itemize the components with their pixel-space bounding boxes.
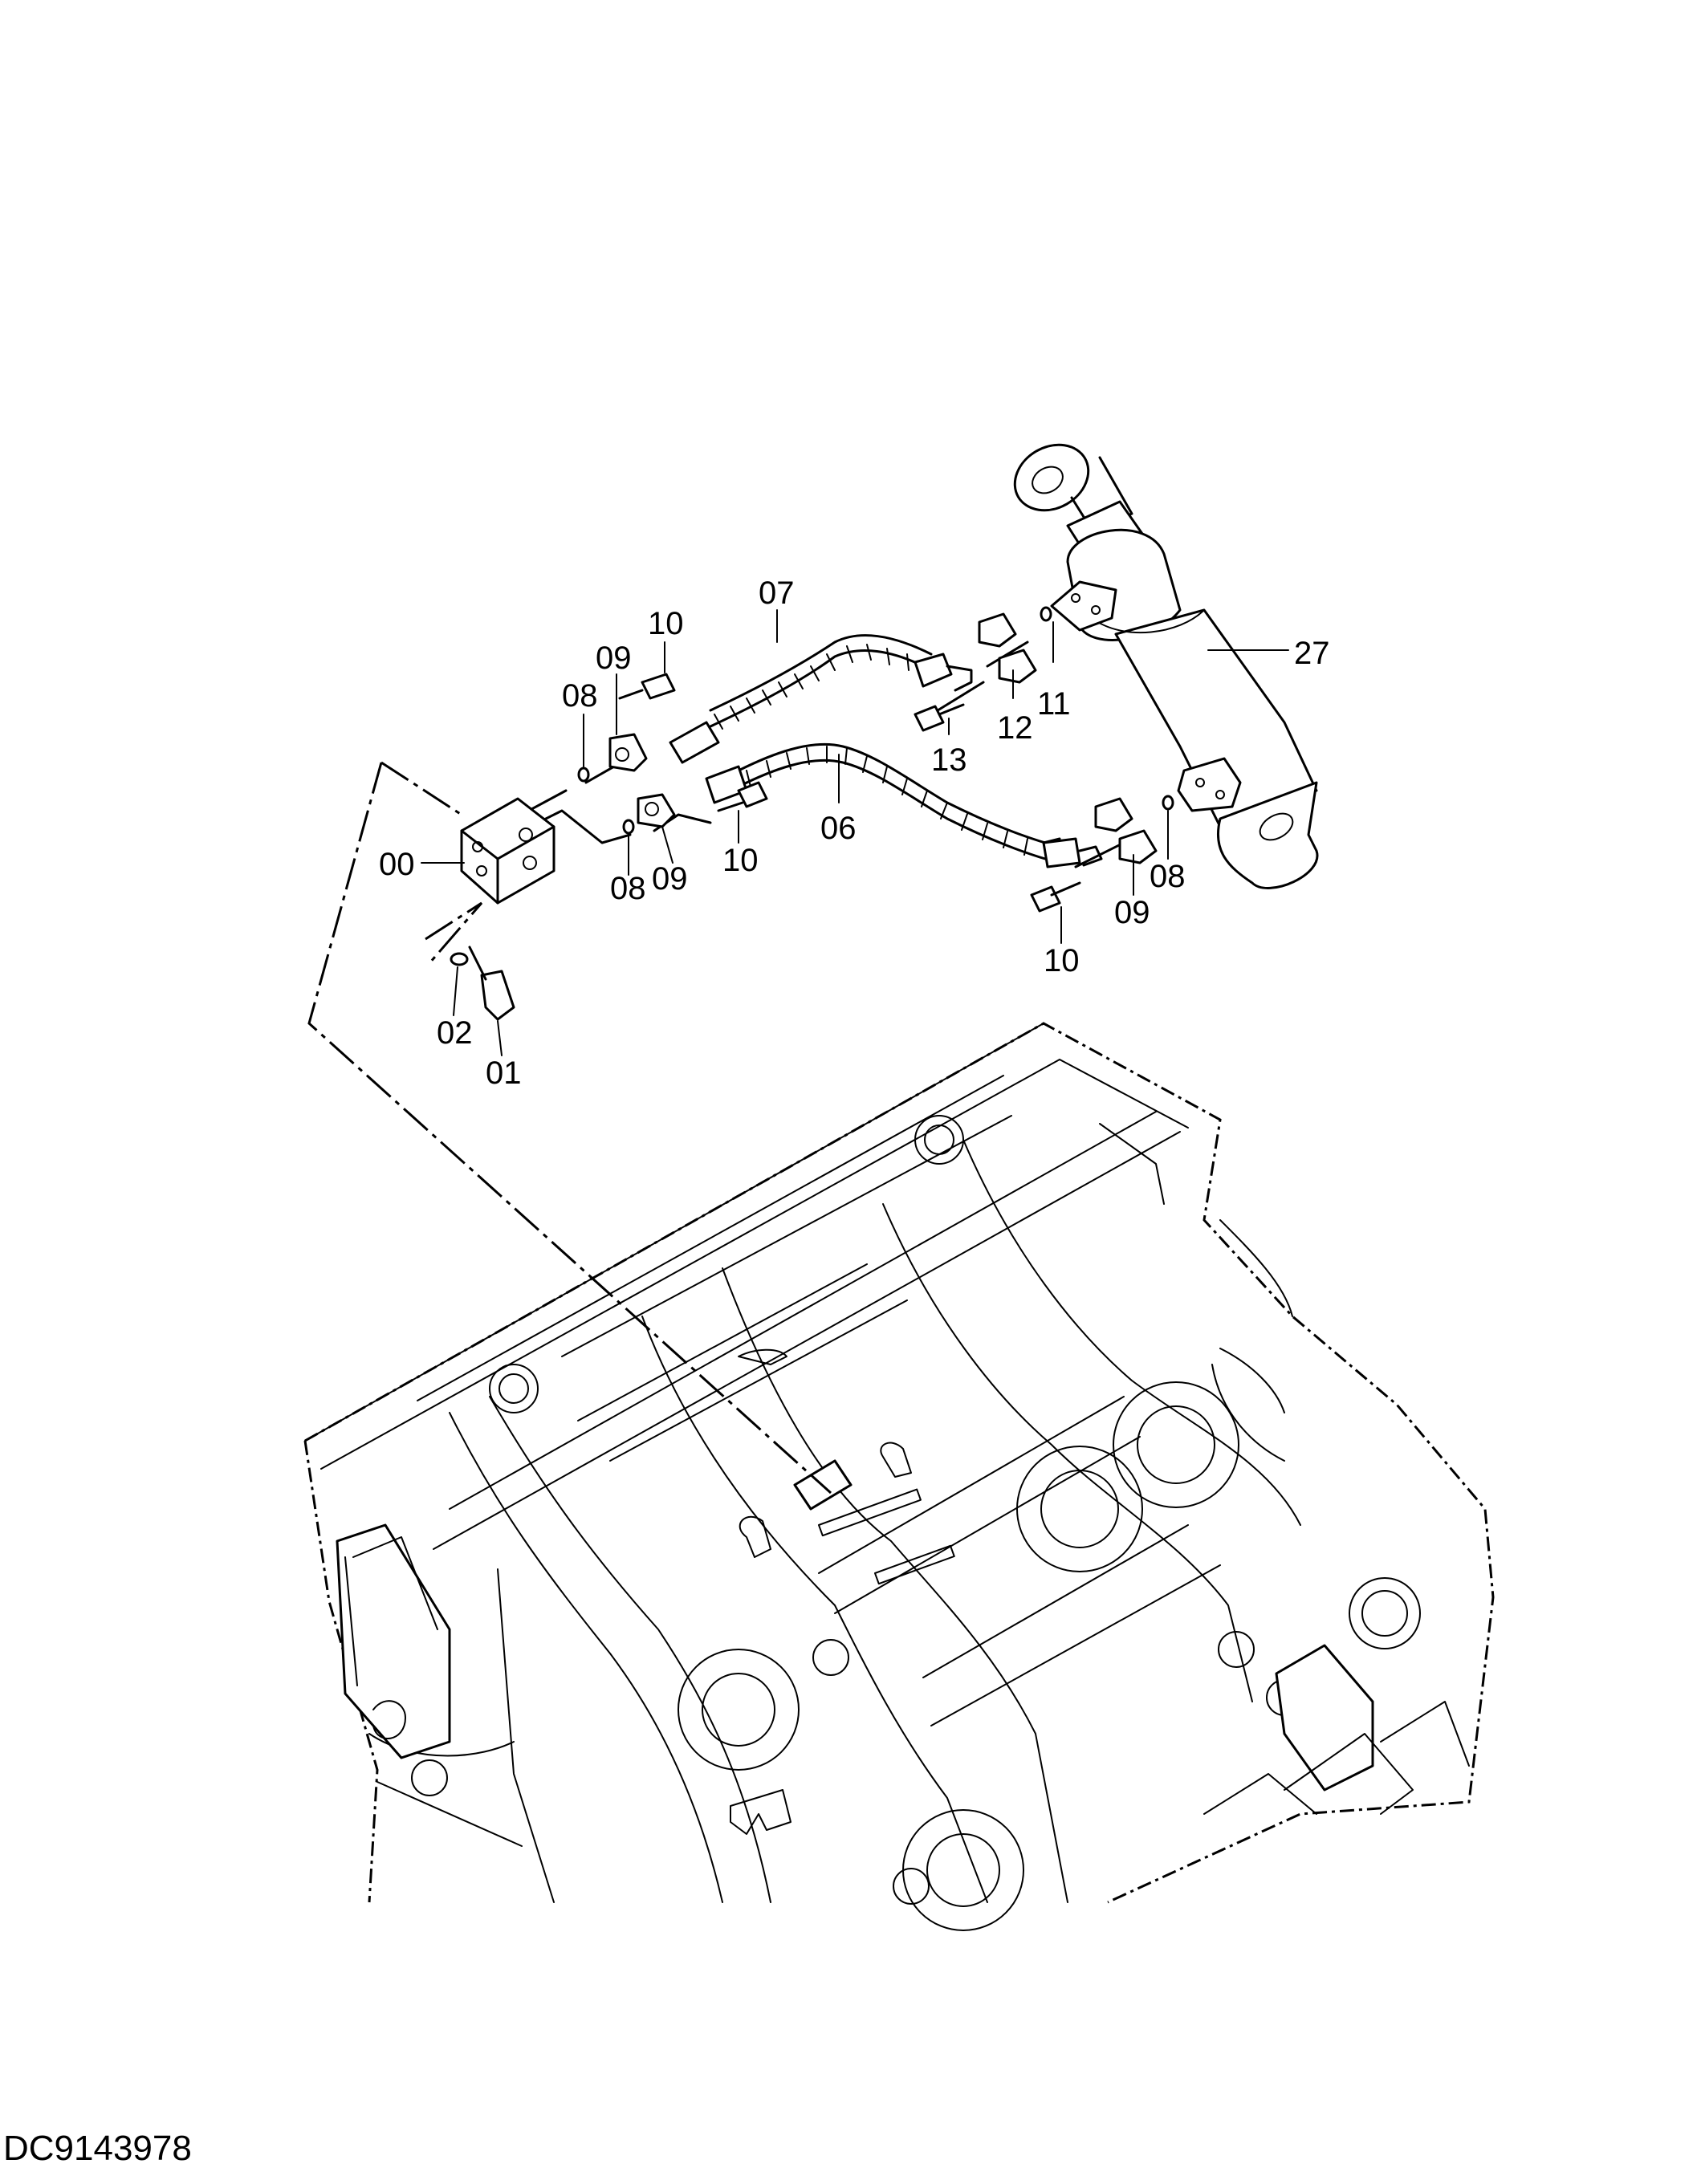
callout-11: 11 (1037, 686, 1071, 722)
valve-block (460, 797, 555, 905)
callout-10-right: 10 (1044, 943, 1080, 978)
callout-08-top: 08 (562, 678, 598, 714)
callout-09-right: 09 (1114, 895, 1150, 930)
callout-27: 27 (1294, 636, 1330, 671)
callout-06: 06 (820, 811, 857, 846)
assembly-leaders (307, 641, 1141, 1495)
callout-12: 12 (997, 710, 1033, 746)
drawing-code: DC9143978 (3, 2129, 192, 2168)
callout-leaders (421, 609, 1289, 1056)
hose-07 (669, 634, 973, 764)
callout-02: 02 (437, 1015, 473, 1051)
hose-06 (705, 742, 1103, 868)
callout-10-mid: 10 (722, 843, 759, 878)
callout-13: 13 (931, 742, 967, 778)
callout-01: 01 (486, 1055, 522, 1091)
callout-10-top: 10 (648, 606, 684, 641)
callout-09-mid: 09 (652, 861, 688, 897)
callout-00: 00 (379, 847, 415, 882)
callout-07: 07 (759, 575, 795, 611)
callout-labels: 07 10 09 08 11 12 13 27 00 08 09 10 06 0… (379, 575, 1330, 1091)
small-parts (450, 606, 1174, 1021)
hydraulic-cylinder (1013, 443, 1319, 889)
callout-09-top: 09 (596, 641, 632, 676)
callout-08-mid: 08 (610, 871, 646, 906)
callout-08-right: 08 (1150, 859, 1186, 894)
boom-frame (303, 1022, 1495, 1931)
